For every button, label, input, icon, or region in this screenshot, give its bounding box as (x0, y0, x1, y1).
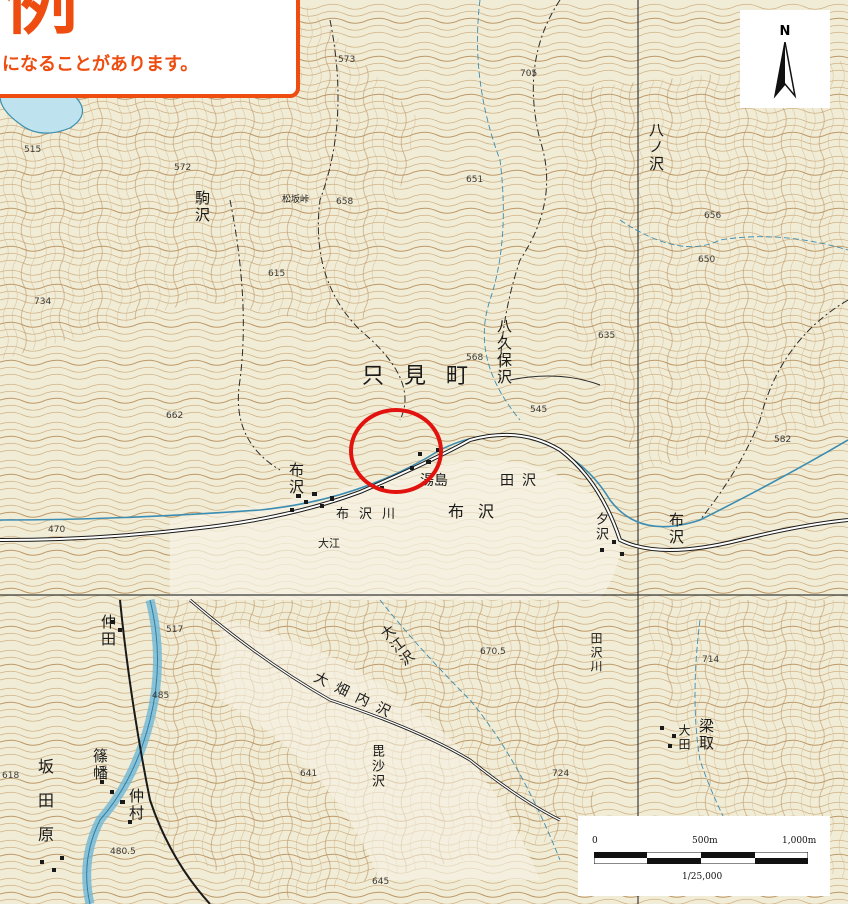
elevation-label: 670.5 (480, 647, 506, 657)
place-label-yuzawa: 夕沢 (593, 512, 608, 542)
elevation-label: 470 (48, 525, 66, 535)
elevation-label: 662 (166, 411, 184, 421)
elevation-label: 572 (174, 163, 192, 173)
caution-banner: 例 になることがあります。 (0, 0, 300, 98)
elevation-label: 582 (774, 435, 792, 445)
place-label-tadami: 只見町 (362, 364, 489, 389)
place-label-ohta: 大田 (677, 724, 691, 752)
place-label-fusawa-east: 布沢 (667, 512, 685, 546)
elevation-label: 485 (152, 691, 170, 701)
banner-note: になることがあります。 (2, 54, 199, 75)
elevation-label: 651 (466, 175, 484, 185)
place-label-hakusen: 八久保沢 (495, 318, 513, 386)
place-label-kuri: 梁取 (697, 718, 715, 752)
elevation-label: 705 (520, 69, 538, 79)
scale-tick-start: 0 (592, 836, 598, 846)
place-label-ohkesawa: 大江 (318, 537, 340, 550)
banner-title: 例 (4, 0, 86, 45)
elevation-label: 734 (34, 297, 52, 307)
elevation-label: 573 (338, 55, 356, 65)
scale-tick-end: 1,000m (782, 836, 817, 846)
place-label-tasawa-east: 田沢川 (589, 632, 603, 674)
place-label-matsu: 松坂峠 (282, 195, 310, 205)
elevation-label: 635 (598, 331, 616, 341)
place-label-shinohata: 篠幡 (91, 748, 109, 782)
place-label-hachinosawa: 八ノ沢 (647, 122, 665, 173)
elevation-label: 618 (2, 771, 20, 781)
place-label-tasawa: 田沢 (500, 473, 544, 489)
elevation-label: 641 (300, 769, 318, 779)
elevation-label: 517 (166, 625, 184, 635)
place-label-bisha: 毘沙沢 (369, 744, 384, 789)
place-label-fusawa-north: 布沢 (287, 462, 305, 496)
highlight-circle (349, 408, 443, 494)
scale-tick-mid: 500m (692, 836, 718, 846)
scale-ratio: 1/25,000 (682, 872, 723, 882)
place-label-sakata: 坂田原 (35, 758, 54, 860)
north-indicator: N (740, 10, 830, 108)
place-label-fusawa-river: 布沢川 (336, 507, 406, 522)
elevation-label: 615 (268, 269, 286, 279)
elevation-label: 645 (372, 877, 390, 887)
scale-bar: 0 500m 1,000m 1/25,000 (578, 816, 830, 896)
elevation-label: 545 (530, 405, 548, 415)
north-arrow-icon (773, 42, 797, 99)
elevation-label: 480.5 (110, 847, 136, 857)
elevation-label: 724 (552, 769, 570, 779)
elevation-label: 568 (466, 353, 484, 363)
place-label-nakamura: 仲村 (127, 788, 145, 822)
place-label-fusawa-central: 布沢 (448, 502, 509, 521)
north-label: N (779, 24, 791, 39)
elevation-label: 658 (336, 197, 354, 207)
scale-bar-graphic (594, 852, 808, 864)
elevation-label: 656 (704, 211, 722, 221)
place-label-nakata: 仲田 (99, 614, 117, 648)
elevation-label: 714 (702, 655, 720, 665)
place-label-komagomezawa: 駒沢 (193, 190, 211, 224)
elevation-label: 515 (24, 145, 42, 155)
elevation-label: 650 (698, 255, 716, 265)
